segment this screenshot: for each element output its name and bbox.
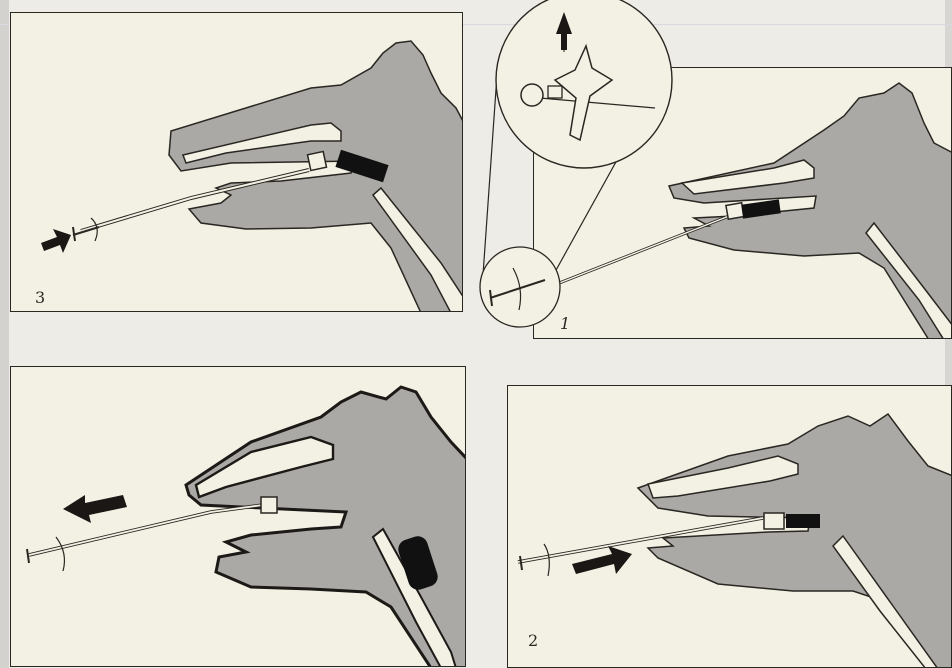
panel-step-4	[10, 366, 466, 667]
tube-connector	[261, 497, 277, 513]
cuff	[786, 514, 820, 528]
panel-step-2: 2	[507, 385, 952, 668]
step-number-2: 2	[528, 631, 538, 650]
step-4-illustration	[11, 367, 466, 667]
step-2-illustration	[508, 386, 952, 668]
tube-connector	[764, 513, 784, 529]
syringe	[27, 549, 29, 563]
syringe	[520, 556, 522, 570]
arrow-left-icon	[63, 495, 127, 523]
